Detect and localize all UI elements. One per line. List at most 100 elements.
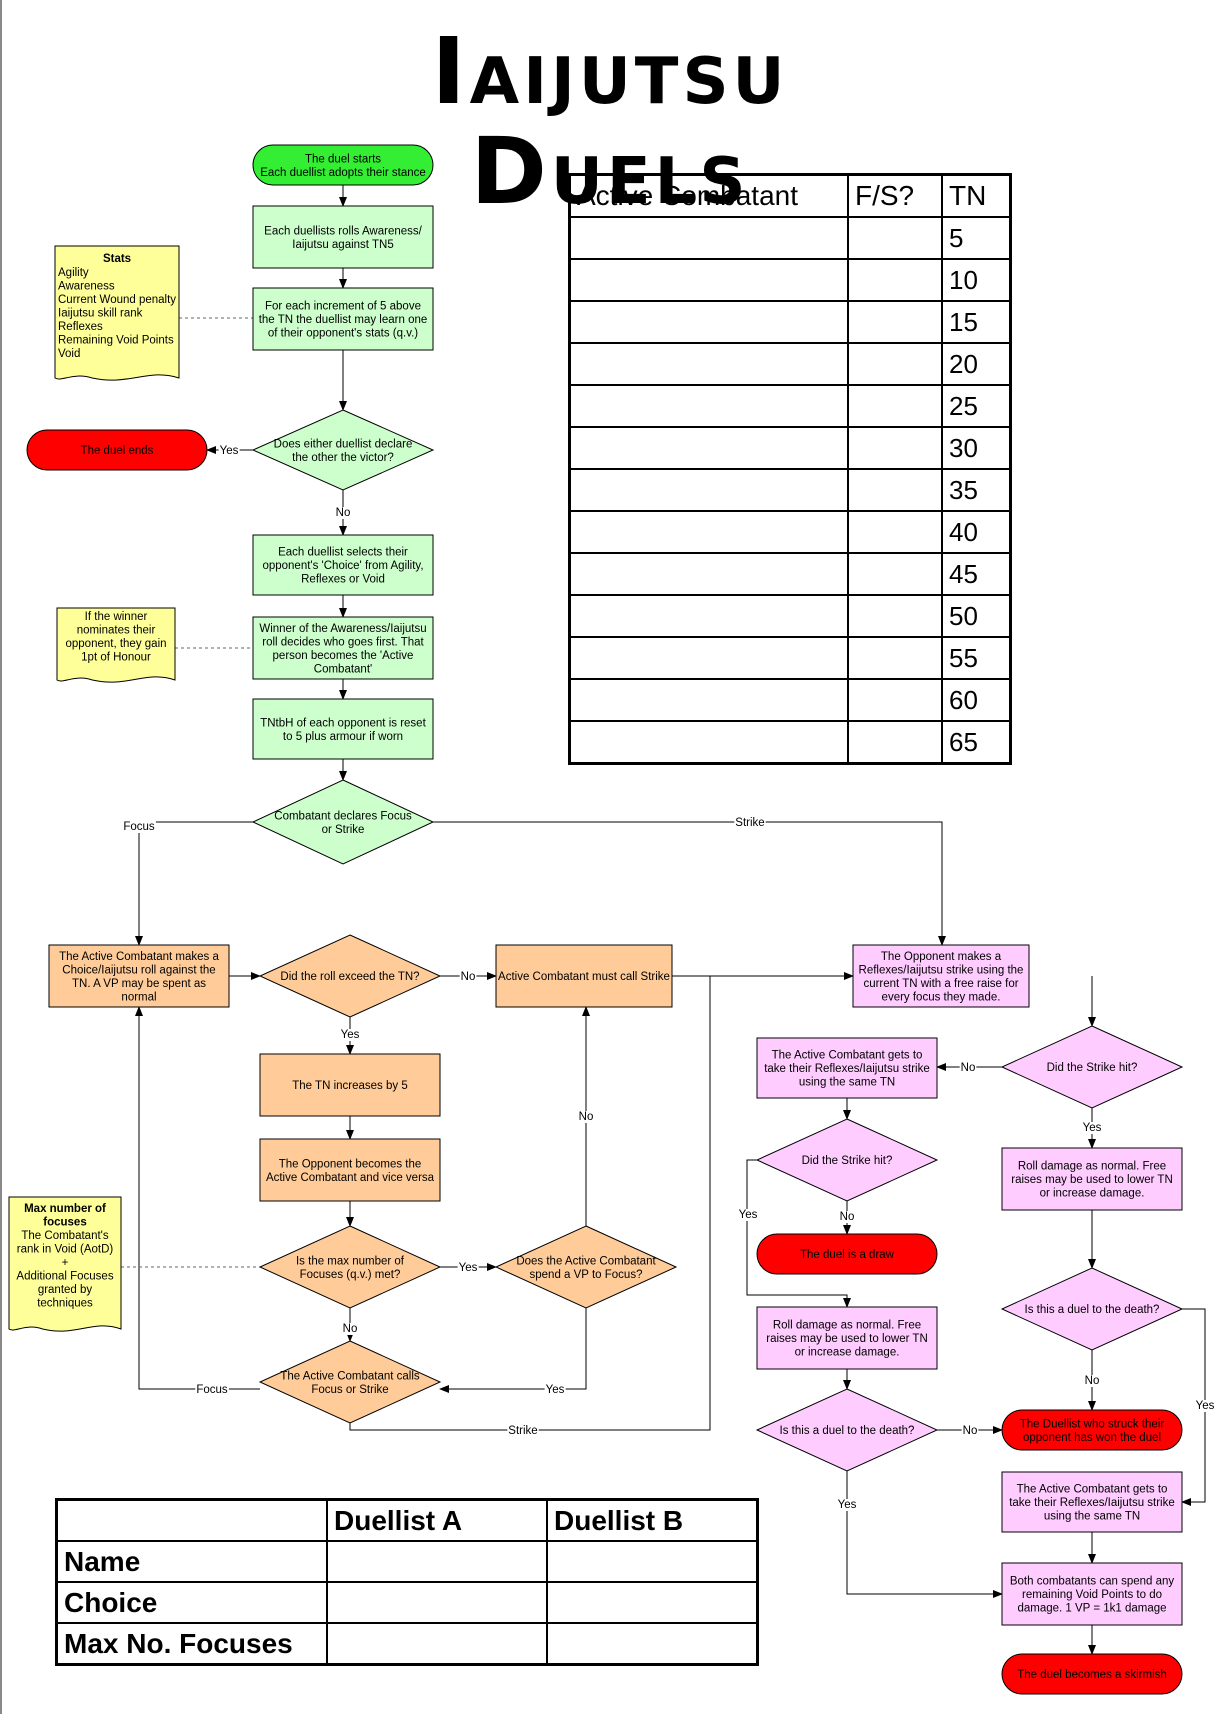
death-decision-1: Is this a duel to the death? — [1000, 1267, 1184, 1351]
fs-cell[interactable] — [847, 384, 943, 428]
edge-label-no: No — [461, 971, 476, 983]
combatant-cell[interactable] — [568, 594, 849, 638]
fs-cell[interactable] — [847, 258, 943, 302]
node-text-line: using the same TN — [799, 1077, 895, 1089]
max-note-line: granted by — [38, 1284, 93, 1296]
fs-cell[interactable] — [847, 342, 943, 386]
edge-label-bg — [507, 1425, 539, 1437]
combatant-cell[interactable] — [568, 468, 849, 512]
edge-label-yes: Yes — [459, 1262, 478, 1274]
honour-note-line: If the winner — [85, 611, 148, 623]
node-text-line: The duel becomes a skirmish — [1017, 1669, 1167, 1681]
duel-ends-terminal: The duel ends — [26, 429, 208, 471]
edge-label-yes: Yes — [1196, 1400, 1214, 1412]
combatant-cell[interactable] — [568, 552, 849, 596]
duellist-a-cell[interactable] — [326, 1622, 548, 1666]
fs-cell[interactable] — [847, 300, 943, 344]
node-text-line: person becomes the 'Active — [273, 650, 414, 662]
tn-row: 30 — [568, 426, 1012, 470]
header-tn: TN — [941, 173, 1012, 218]
combatant-cell[interactable] — [568, 678, 849, 722]
edge-label-bg — [334, 507, 352, 519]
combatant-cell[interactable] — [568, 384, 849, 428]
duellist-a-cell[interactable] — [326, 1540, 548, 1583]
tn-row: 55 — [568, 636, 1012, 680]
max-note-line: techniques — [37, 1298, 93, 1310]
tn-cell: 30 — [941, 426, 1012, 470]
tn-cell: 45 — [941, 552, 1012, 596]
node-text-line: every focus they made. — [882, 991, 1001, 1003]
edge-label-no: No — [961, 1062, 976, 1074]
combatant-cell[interactable] — [568, 426, 849, 470]
edge-label-bg — [339, 1029, 361, 1041]
node-text-line: The Active Combatant makes a — [59, 951, 219, 963]
node-text-line: to 5 plus armour if worn — [283, 731, 403, 743]
node-text-line: Each duellist selects their — [278, 547, 408, 559]
row-label: Max No. Focuses — [55, 1622, 328, 1666]
duellist-a-cell[interactable] — [326, 1581, 548, 1624]
node-text-line: take their Reflexes/Iaijutsu strike — [764, 1063, 930, 1075]
tn-row: 10 — [568, 258, 1012, 302]
node-text-line: The Opponent becomes the — [279, 1158, 422, 1170]
fs-cell[interactable] — [847, 678, 943, 722]
duellist-b-cell[interactable] — [546, 1622, 759, 1666]
max-note-line: The Combatant's — [21, 1230, 108, 1242]
node-text-line: Each duellist adopts their stance — [260, 167, 426, 179]
combatant-cell[interactable] — [568, 636, 849, 680]
combatant-cell[interactable] — [568, 720, 849, 765]
fs-cell[interactable] — [847, 594, 943, 638]
fs-cell[interactable] — [847, 216, 943, 260]
fs-cell[interactable] — [847, 552, 943, 596]
node-text-line: Reflexes or Void — [301, 574, 385, 586]
node-text-line: Choice/Iaijutsu roll against the — [62, 964, 215, 976]
duellist-b-cell[interactable] — [546, 1581, 759, 1624]
fs-cell[interactable] — [847, 426, 943, 470]
flow-connector — [349, 976, 711, 1431]
node-text-line: or increase damage. — [1040, 1188, 1145, 1200]
node-text-line: Iaijutsu against TN5 — [292, 239, 393, 251]
edge-label-yes: Yes — [341, 1029, 360, 1041]
combatant-cell[interactable] — [568, 510, 849, 554]
fs-cell[interactable] — [847, 636, 943, 680]
node-text-line: damage. 1 VP = 1k1 damage — [1017, 1603, 1166, 1615]
tn-cell: 55 — [941, 636, 1012, 680]
edge-label-no: No — [963, 1425, 978, 1437]
combatant-cell[interactable] — [568, 258, 849, 302]
node-text-line: raises may be used to lower TN — [766, 1333, 928, 1345]
edge-label-yes: Yes — [1083, 1122, 1102, 1134]
flow-connector — [135, 1006, 260, 1390]
node-text-line: opponent's 'Choice' from Agility, — [262, 560, 423, 572]
combatant-cell[interactable] — [568, 300, 849, 344]
combatant-cell[interactable] — [568, 216, 849, 260]
fs-cell[interactable] — [847, 468, 943, 512]
node-text-line: Did the Strike hit? — [1047, 1062, 1138, 1074]
tn-cell: 15 — [941, 300, 1012, 344]
tn-row: 15 — [568, 300, 1012, 344]
combatant-cell[interactable] — [568, 342, 849, 386]
edge-label-bg — [836, 1499, 858, 1511]
fs-cell[interactable] — [847, 510, 943, 554]
fs-cell[interactable] — [847, 720, 943, 765]
node-text-line: Is this a duel to the death? — [780, 1425, 915, 1437]
edge-label-bg — [1194, 1400, 1214, 1412]
honour-note-line: opponent, they gain — [65, 638, 166, 650]
stats-note-line: Awareness — [58, 281, 115, 293]
node-text-line: current TN with a free raise for — [863, 978, 1018, 990]
edge-label-bg — [459, 971, 477, 983]
node-text-line: roll decides who goes first. That — [262, 636, 424, 648]
edge-label-yes: Yes — [838, 1499, 857, 1511]
tn-cell: 20 — [941, 342, 1012, 386]
duellist-b-cell[interactable] — [546, 1540, 759, 1583]
node-text-line: The Opponent makes a — [881, 951, 1002, 963]
node-text-line: TN. A VP may be spent as — [72, 978, 206, 990]
